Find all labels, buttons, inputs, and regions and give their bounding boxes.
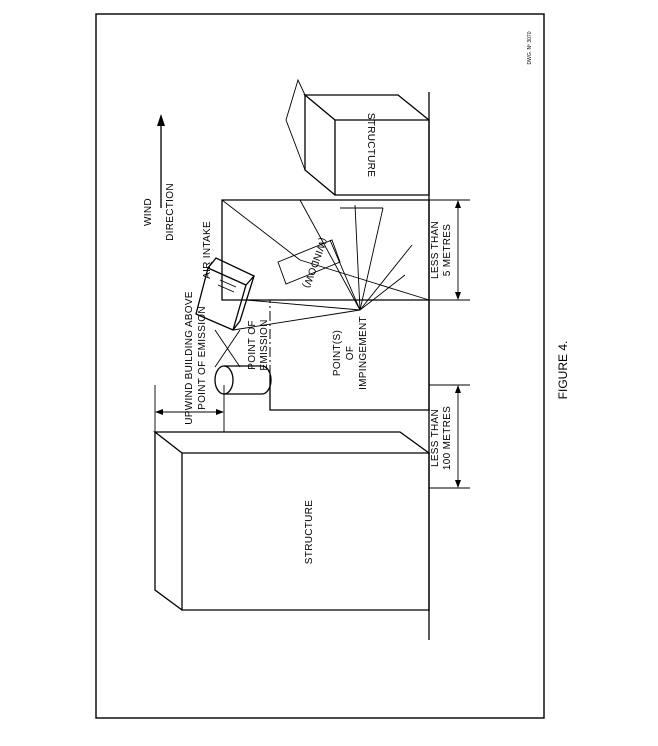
air-intake-leader bbox=[207, 261, 213, 269]
direction-label: DIRECTION bbox=[165, 183, 176, 241]
dist100-label-line1: LESS THAN bbox=[430, 409, 441, 467]
figure-caption: FIGURE 4. bbox=[556, 341, 570, 400]
dist5-label-line2: 5 METRES bbox=[442, 224, 453, 276]
main-building bbox=[221, 199, 430, 411]
drawing-number: DWG. Nº 3070 bbox=[527, 31, 533, 64]
upwind-label-line2: POINT OF EMISSION bbox=[197, 306, 208, 410]
emission-label-line2: EMISSION bbox=[259, 319, 270, 370]
impinge-label-line1: POINT(S) bbox=[332, 330, 343, 376]
structure-left-label: STRUCTURE bbox=[304, 500, 315, 564]
page-border bbox=[95, 13, 545, 719]
dist100-dimension bbox=[429, 384, 470, 489]
impinge-label-line2: OF bbox=[345, 346, 356, 361]
dist100-label-line2: 100 METRES bbox=[442, 406, 453, 470]
window bbox=[277, 239, 341, 285]
air-intake-label: AIR INTAKE bbox=[202, 221, 213, 279]
dist5-label-line1: LESS THAN bbox=[430, 221, 441, 279]
wind-label: WIND bbox=[143, 198, 154, 226]
impinge-label-line3: IMPINGEMENT bbox=[358, 316, 369, 390]
emission-stack bbox=[214, 365, 272, 395]
wind-arrow bbox=[157, 114, 165, 208]
impingement-rays bbox=[232, 199, 413, 331]
dist5-dimension bbox=[429, 199, 470, 301]
right-structure bbox=[285, 78, 430, 196]
upwind-label-line1: UPWIND BUILDING ABOVE bbox=[184, 291, 195, 425]
emission-label-line1: POINT OF bbox=[247, 320, 258, 369]
left-structure bbox=[153, 431, 430, 611]
plume-line-2 bbox=[214, 329, 241, 368]
structure-right-label: STRUCTURE bbox=[365, 113, 376, 177]
upwind-dimension bbox=[154, 385, 225, 432]
